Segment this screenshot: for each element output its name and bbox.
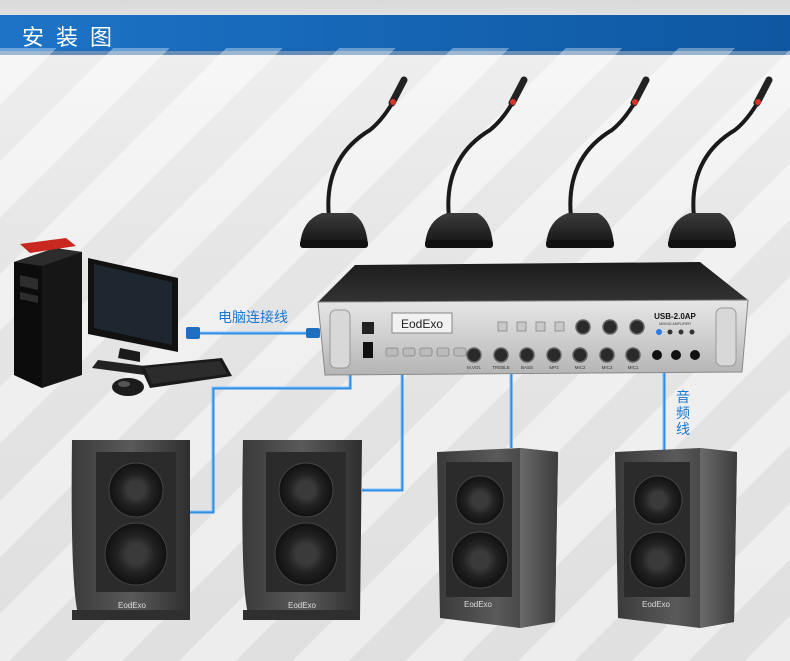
amplifier-brand: EodExo xyxy=(401,317,443,331)
keyboard-icon xyxy=(140,358,232,388)
audio-cable-label: 音频线 xyxy=(676,390,690,438)
knob-label: MP3 xyxy=(549,365,559,370)
usb-plug-icon xyxy=(186,327,200,339)
knob-label: MIC2 xyxy=(575,365,586,370)
microphone-2-icon xyxy=(425,76,528,248)
computer-cable-label: 电脑连接线 xyxy=(218,310,288,326)
microphone-4-icon xyxy=(668,76,773,248)
knob-label: M.VOL xyxy=(467,365,482,370)
title-underline xyxy=(0,51,790,55)
knob-label: MIC3 xyxy=(602,365,613,370)
title-bar xyxy=(0,15,790,51)
amplifier xyxy=(317,262,749,376)
amp-jacks xyxy=(652,350,700,360)
usb-port-icon xyxy=(362,322,374,334)
knob-label: MIC1 xyxy=(628,365,639,370)
speaker-1-brand: EodExo xyxy=(118,601,147,610)
microphone-3-icon xyxy=(546,76,650,248)
speaker-cable-2 xyxy=(362,372,404,492)
amplifier-subtitle: MIXING AMPLIFIER xyxy=(659,322,691,326)
amp-knobs xyxy=(466,319,645,363)
page-title: 安装图 xyxy=(22,26,125,51)
speaker-3-icon xyxy=(437,448,558,628)
knob-label: TREBLE xyxy=(492,365,510,370)
computer-tower-icon xyxy=(14,238,82,388)
speaker-4-brand: EodExo xyxy=(642,600,671,609)
speaker-2-brand: EodExo xyxy=(288,601,317,610)
mouse-icon xyxy=(112,378,144,396)
speaker-2-icon xyxy=(242,440,362,620)
speaker-3-brand: EodExo xyxy=(464,600,493,609)
speaker-cable-1 xyxy=(190,372,352,514)
amplifier-model: USB-2.0AP xyxy=(654,312,696,321)
microphone-1-icon xyxy=(300,76,408,248)
cables xyxy=(190,331,666,514)
speaker-4-icon xyxy=(615,448,737,628)
monitor-icon xyxy=(88,258,178,376)
speaker-1-icon xyxy=(71,440,190,620)
knob-label: BASS xyxy=(521,365,533,370)
power-switch-icon xyxy=(363,342,373,358)
